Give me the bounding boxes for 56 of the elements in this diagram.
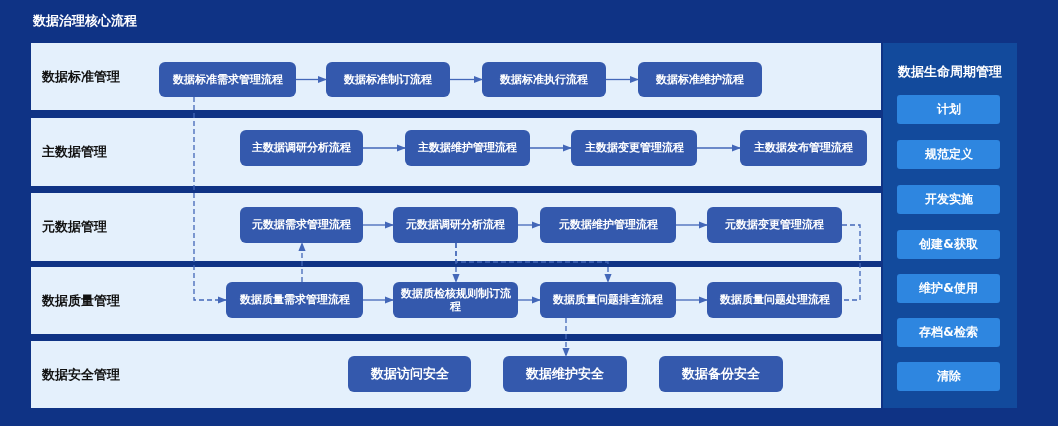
swimlane-band (31, 267, 881, 334)
process-box: 数据质量问题排查流程 (540, 282, 676, 318)
process-box: 主数据发布管理流程 (740, 130, 867, 166)
arrow (696, 144, 741, 152)
swimlane-band (31, 43, 881, 110)
arrow (295, 75, 327, 84)
process-box: 主数据调研分析流程 (240, 130, 363, 166)
stage-box: 清除 (897, 362, 1000, 391)
process-box: 主数据维护管理流程 (405, 130, 530, 166)
arrow (449, 75, 483, 84)
process-box: 数据标准需求管理流程 (159, 62, 296, 97)
process-box: 元数据维护管理流程 (540, 207, 676, 243)
lane-label: 主数据管理 (42, 143, 107, 161)
stage-box: 开发实施 (897, 185, 1000, 214)
arrow (529, 144, 572, 152)
arrow (517, 296, 541, 304)
arrow (562, 317, 570, 357)
process-box: 数据标准执行流程 (482, 62, 606, 97)
panel-heading: 数据生命周期管理 (897, 64, 1003, 81)
arrow (675, 221, 708, 229)
lane-label: 元数据管理 (42, 218, 107, 236)
stage-box: 计划 (897, 95, 1000, 124)
arrow (455, 242, 612, 283)
process-box: 数据备份安全 (659, 356, 783, 392)
swimlane-band (31, 341, 881, 408)
diagram-title: 数据治理核心流程 (33, 12, 137, 30)
arrow (362, 221, 394, 229)
lane-label: 数据质量管理 (42, 291, 120, 310)
stage-box: 规范定义 (897, 140, 1000, 169)
process-box: 数据访问安全 (348, 356, 471, 392)
arrow (362, 144, 406, 152)
connector-line (841, 224, 861, 301)
stage-box: 创建&获取 (897, 230, 1000, 259)
process-box: 数据维护安全 (503, 356, 627, 392)
process-box: 数据质量问题处理流程 (707, 282, 842, 318)
process-box: 元数据调研分析流程 (393, 207, 518, 243)
process-box: 主数据变更管理流程 (571, 130, 697, 166)
process-box: 数据标准制订流程 (326, 62, 450, 97)
process-box: 元数据需求管理流程 (240, 207, 363, 243)
arrow (362, 296, 394, 304)
lane-label: 数据安全管理 (42, 365, 120, 384)
swimlane-band (31, 118, 881, 186)
arrow (517, 221, 541, 229)
arrow (193, 96, 227, 304)
stage-box: 维护&使用 (897, 274, 1000, 303)
side-panel (883, 43, 1017, 408)
lane-label: 数据标准管理 (42, 67, 120, 86)
process-box: 数据标准维护流程 (638, 62, 762, 97)
arrow (605, 75, 639, 84)
swimlane-band (31, 193, 881, 261)
arrow (675, 296, 708, 304)
process-box: 数据质量需求管理流程 (226, 282, 363, 318)
stage-box: 存档&检索 (897, 318, 1000, 347)
process-box: 数据质检核规则制订流程 (393, 282, 518, 318)
process-box: 元数据变更管理流程 (707, 207, 842, 243)
arrow (298, 242, 306, 283)
